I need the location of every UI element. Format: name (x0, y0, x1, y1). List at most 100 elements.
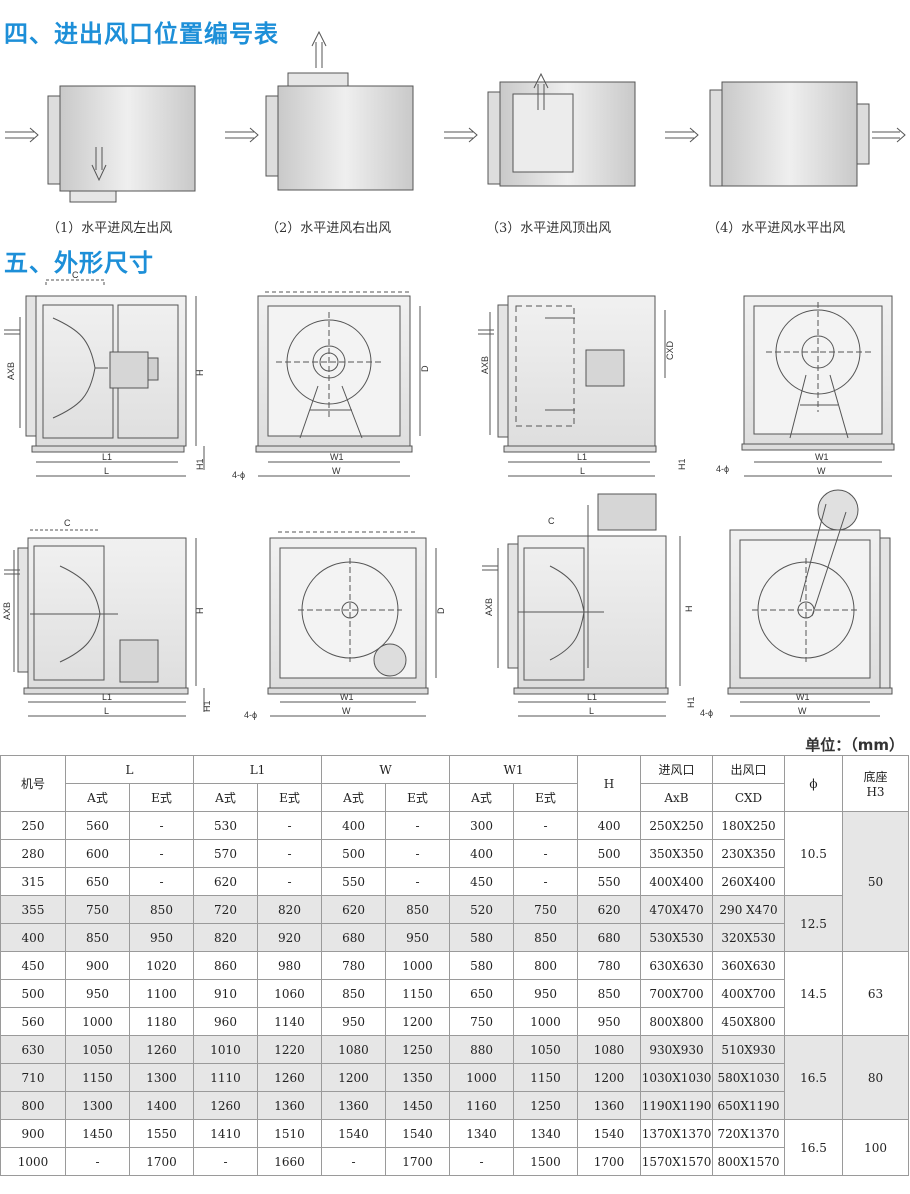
table-cell: 630 (0, 1035, 66, 1064)
table-cell: 570 (193, 839, 258, 868)
table-cell: 580 (449, 923, 515, 952)
table-cell: 800X800 (640, 1007, 714, 1036)
table-cell: - (193, 1147, 258, 1176)
table-cell: - (513, 811, 579, 840)
table-cell: 1410 (193, 1119, 258, 1148)
table-cell: 1010 (193, 1035, 258, 1064)
table-cell: 290 X470 (712, 895, 786, 924)
dim-L1-5: L1 (102, 692, 112, 702)
table-cell: 1200 (321, 1063, 387, 1092)
dim-H1-5: H1 (202, 700, 212, 712)
table-cell: 360X630 (712, 951, 786, 980)
table-cell: 750 (65, 895, 130, 924)
dim-W1-8: W1 (796, 692, 810, 702)
table-cell: 350X350 (640, 839, 714, 868)
table-cell: 750 (513, 895, 579, 924)
dim-W-4: W (817, 466, 826, 476)
table-cell: 720 (193, 895, 258, 924)
table-cell: 850 (321, 979, 387, 1008)
dim-H-5: H (195, 608, 205, 615)
table-cell: 850 (65, 923, 130, 952)
table-cell: 1700 (577, 1147, 642, 1176)
header-L: L (65, 755, 194, 784)
table-cell: 500 (0, 979, 66, 1008)
table-cell: 315 (0, 867, 66, 896)
table-cell: 1660 (256, 1147, 323, 1176)
table-cell: 1060 (256, 979, 323, 1008)
unit-label: 单位：（mm） (805, 736, 904, 754)
dim-W-8: W (798, 706, 807, 716)
table-cell: - (449, 1147, 515, 1176)
table-cell: 1360 (321, 1091, 387, 1120)
dim-AXB-1: AXB (6, 362, 16, 380)
table-cell: - (385, 867, 451, 896)
table-cell: 1080 (577, 1035, 642, 1064)
table-cell: 880 (449, 1035, 515, 1064)
table-cell: 1700 (385, 1147, 451, 1176)
dim-L1-3: L1 (577, 452, 587, 462)
table-cell: 700X700 (640, 979, 714, 1008)
table-cell: 820 (193, 923, 258, 952)
table-cell: 400 (449, 839, 515, 868)
table-cell: 1150 (65, 1063, 130, 1092)
dim-D-2: D (420, 365, 430, 372)
dim-D-6: D (436, 607, 446, 614)
table-cell: - (513, 867, 579, 896)
table-cell: 500 (577, 839, 642, 868)
dim-L-7: L (589, 706, 594, 716)
table-cell: 1180 (129, 1007, 194, 1036)
table-cell-base: 63 (842, 951, 910, 1036)
table-cell: 1050 (513, 1035, 579, 1064)
header-W1-e: E式 (513, 783, 579, 812)
table-cell: 720X1370 (712, 1119, 786, 1148)
header-L1-a: A式 (193, 783, 258, 812)
table-cell: 400 (321, 811, 387, 840)
table-cell: - (129, 839, 194, 868)
table-cell: 1450 (385, 1091, 451, 1120)
table-cell: 1030X1030 (640, 1063, 714, 1092)
table-cell-phi: 14.5 (784, 951, 844, 1036)
table-cell-base: 100 (842, 1119, 910, 1176)
table-cell: 450 (449, 867, 515, 896)
table-cell: 355 (0, 895, 66, 924)
dim-W1-6: W1 (340, 692, 354, 702)
table-cell: 400 (0, 923, 66, 952)
table-cell: 1340 (449, 1119, 515, 1148)
header-L1-e: E式 (256, 783, 323, 812)
table-cell-phi: 16.5 (784, 1119, 844, 1176)
table-cell: 1300 (65, 1091, 130, 1120)
table-cell: 550 (321, 867, 387, 896)
caption-3: （3）水平进风顶出风 (486, 221, 612, 236)
dim-C-1: C (72, 270, 79, 280)
dim-L-3: L (580, 466, 585, 476)
table-cell: 950 (385, 923, 451, 952)
table-cell: 920 (256, 923, 323, 952)
header-axb: AxB (640, 783, 714, 812)
table-cell: 620 (193, 867, 258, 896)
table-cell: 950 (513, 979, 579, 1008)
table-cell: 1220 (256, 1035, 323, 1064)
table-cell: 1260 (193, 1091, 258, 1120)
table-cell: - (321, 1147, 387, 1176)
header-H: H (577, 755, 642, 812)
table-cell: 780 (321, 951, 387, 980)
table-cell: 680 (321, 923, 387, 952)
table-cell: 1450 (65, 1119, 130, 1148)
table-cell: - (65, 1147, 130, 1176)
header-L-e: E式 (129, 783, 194, 812)
dim-AXB-3: AXB (480, 356, 490, 374)
table-cell: 180X250 (712, 811, 786, 840)
header-W: W (321, 755, 451, 784)
table-cell: 530X530 (640, 923, 714, 952)
dim-W1-4: W1 (815, 452, 829, 462)
dim-H-7: H (684, 606, 694, 613)
table-cell: 250X250 (640, 811, 714, 840)
table-cell: 1250 (513, 1091, 579, 1120)
table-cell: 750 (449, 1007, 515, 1036)
